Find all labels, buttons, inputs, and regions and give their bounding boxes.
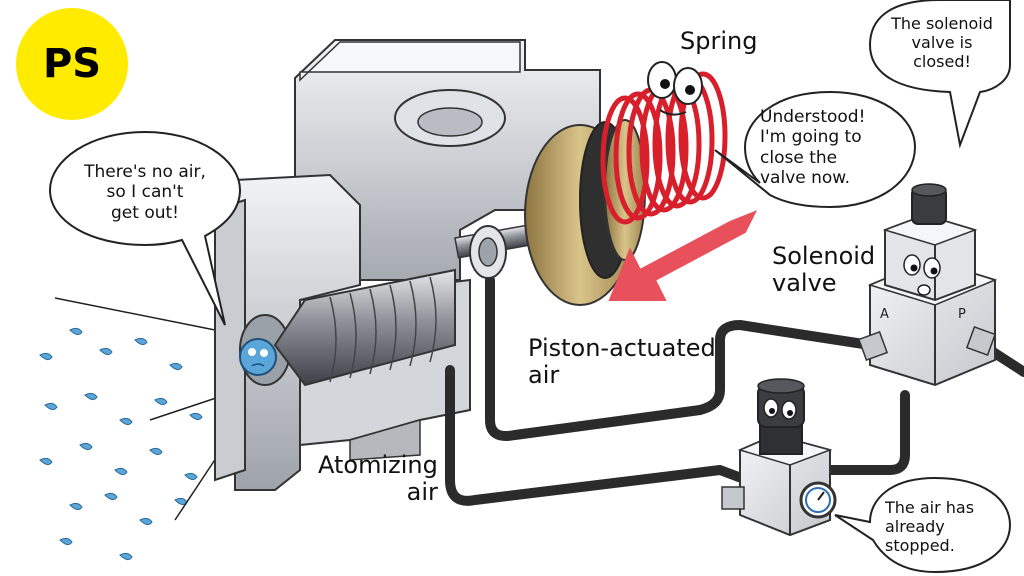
spray-droplets <box>39 327 203 561</box>
droplet <box>79 442 93 451</box>
air-regulator <box>721 378 837 537</box>
closing-direction-arrow <box>608 210 758 301</box>
droplet <box>134 337 148 346</box>
droplet <box>59 537 73 546</box>
ps-logo: PS <box>16 8 128 120</box>
logo-text: PS <box>42 41 102 87</box>
label-piston-actuated-air: Piston-actuated air <box>528 334 716 389</box>
spring-coil <box>600 95 650 225</box>
port-a-label: A <box>880 307 889 322</box>
piston <box>524 119 646 306</box>
spring-coil <box>678 71 728 201</box>
label-solenoid-valve: Solenoid valve <box>772 242 876 297</box>
droplet <box>69 502 83 511</box>
droplet <box>39 457 53 466</box>
label-spring: Spring <box>680 27 758 55</box>
droplet <box>114 467 128 476</box>
droplet <box>169 362 183 371</box>
droplet <box>104 492 118 501</box>
speech-bubble-solenoid <box>868 0 1011 149</box>
droplet <box>189 412 203 421</box>
droplet <box>44 402 58 411</box>
speech-bubble-air-stopped <box>834 476 1012 574</box>
bubble-text-spring: Understood! I'm going to close the valve… <box>760 107 866 189</box>
solenoid-valve: A P <box>857 183 998 387</box>
speech-bubble-spring <box>714 90 917 209</box>
droplet <box>39 352 53 361</box>
bubble-text-air-stopped: The air has already stopped. <box>885 498 975 556</box>
droplet <box>119 552 133 561</box>
droplet <box>119 417 133 426</box>
droplet <box>69 327 83 336</box>
label-atomizing-air: Atomizing air <box>318 451 438 506</box>
bubble-text-solenoid: The solenoid valve is closed! <box>891 14 993 72</box>
bubble-text-no-air: There's no air, so I can't get out! <box>84 162 206 223</box>
port-p-label: P <box>958 307 966 322</box>
droplet <box>139 517 153 526</box>
speech-bubble-no-air <box>48 130 242 326</box>
worried-air-face <box>239 338 277 376</box>
droplet <box>184 472 198 481</box>
needle-valve <box>273 223 539 387</box>
droplet <box>149 447 163 456</box>
droplet <box>99 347 113 356</box>
spring-face <box>647 61 703 116</box>
droplet <box>84 392 98 401</box>
droplet <box>154 397 168 406</box>
spring-coil <box>613 91 663 221</box>
